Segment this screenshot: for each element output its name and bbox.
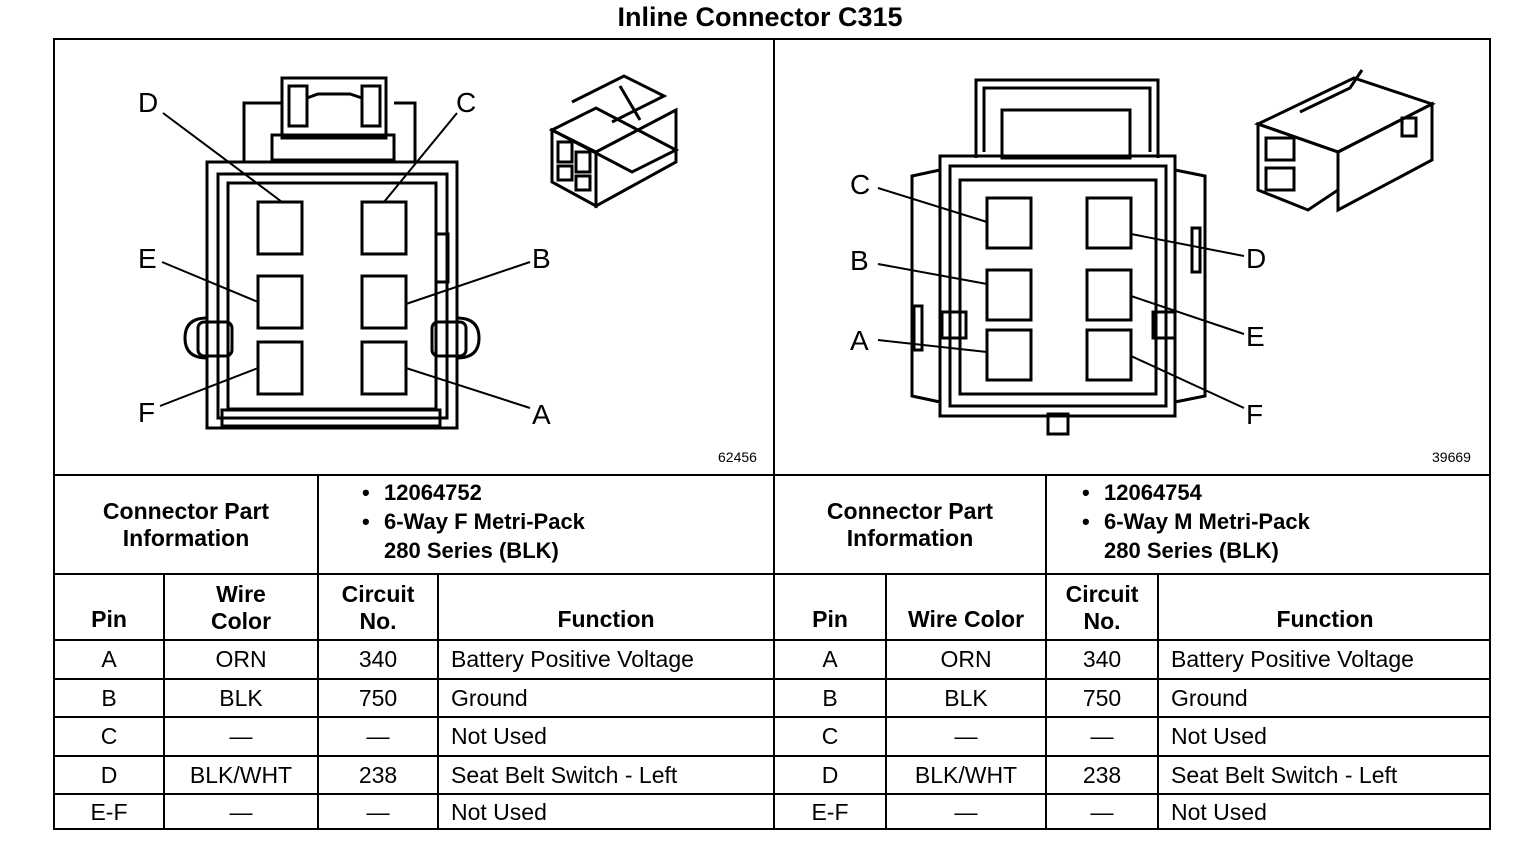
part-info-label: Connector Part Information	[826, 497, 994, 551]
table-cell-pin: D	[100, 761, 118, 788]
part-bullet: •12064754	[1082, 480, 1202, 505]
column-rule	[885, 573, 887, 830]
table-top-rule	[53, 474, 1491, 476]
pin-label-B: B	[850, 245, 869, 276]
table-cell-pin: C	[100, 723, 118, 749]
column-rule	[773, 474, 775, 830]
table-cell-circuit: 238	[1082, 761, 1122, 788]
part-info-label: Connector Part Information	[102, 497, 270, 551]
pin-label-B: B	[532, 243, 551, 274]
figure-id-right: 39669	[1432, 449, 1471, 465]
column-rule	[317, 474, 319, 830]
table-cell-wire: BLK	[944, 684, 988, 711]
table-cell-function: Not Used	[1171, 799, 1267, 825]
pin-label-A: A	[850, 325, 869, 356]
col-header-wire-color: Wire Color	[907, 606, 1025, 632]
table-cell-pin: B	[822, 684, 838, 711]
pin-label-E: E	[138, 243, 157, 274]
column-rule	[163, 573, 165, 830]
table-cell-wire: —	[954, 723, 978, 749]
table-cell-wire: —	[954, 799, 978, 825]
column-rule	[1045, 474, 1047, 830]
pin-label-A: A	[532, 399, 551, 430]
table-cell-function: Battery Positive Voltage	[1171, 646, 1414, 672]
col-header-function: Function	[1276, 606, 1374, 632]
row-rule	[53, 793, 1491, 795]
male-connector-drawing: C B A D E F	[850, 69, 1436, 436]
pin-label-D: D	[138, 87, 158, 118]
table-cell-wire: ORN	[215, 646, 267, 672]
pin-label-E: E	[1246, 321, 1265, 352]
table-cell-wire: ORN	[940, 646, 992, 672]
female-connector-drawing: D C E B F A	[138, 74, 680, 430]
col-header-pin: Pin	[812, 606, 848, 632]
pin-label-F: F	[138, 397, 155, 428]
table-cell-pin: D	[821, 761, 839, 788]
table-cell-circuit: —	[366, 799, 390, 825]
pin-label-D: D	[1246, 243, 1266, 274]
part-bullet: •6-Way M Metri-Pack 280 Series (BLK)	[1082, 509, 1310, 563]
table-cell-function: Not Used	[451, 723, 547, 749]
table-cell-circuit: —	[1090, 723, 1114, 749]
table-cell-circuit: 340	[358, 646, 398, 672]
table-cell-circuit: 750	[1082, 684, 1122, 711]
col-header-wire-color: Wire Color	[210, 580, 272, 634]
column-rule	[437, 573, 439, 830]
table-cell-circuit: 340	[1082, 646, 1122, 672]
part-info-list: •12064752 •6-Way F Metri-Pack 280 Series…	[362, 478, 762, 565]
row-rule	[53, 678, 1491, 680]
part-info-rule	[53, 573, 1491, 575]
part-info-list: •12064754 •6-Way M Metri-Pack 280 Series…	[1082, 478, 1482, 565]
col-header-circuit: Circuit No.	[1065, 580, 1139, 634]
diagram-frame	[53, 38, 1491, 830]
table-cell-wire: BLK	[219, 684, 263, 711]
part-bullet: •6-Way F Metri-Pack 280 Series (BLK)	[362, 509, 585, 563]
table-cell-pin: A	[101, 646, 117, 672]
row-rule	[53, 755, 1491, 757]
pin-label-C: C	[456, 87, 476, 118]
table-cell-circuit: —	[366, 723, 390, 749]
figure-id-left: 62456	[718, 449, 757, 465]
part-bullet: •12064752	[362, 480, 482, 505]
table-cell-pin: B	[101, 684, 117, 711]
table-cell-function: Ground	[1171, 684, 1248, 711]
table-cell-wire: —	[229, 799, 253, 825]
table-cell-pin: E-F	[90, 799, 128, 825]
table-cell-wire: BLK/WHT	[189, 761, 293, 788]
table-cell-function: Battery Positive Voltage	[451, 646, 694, 672]
table-cell-circuit: 238	[358, 761, 398, 788]
table-cell-wire: BLK/WHT	[914, 761, 1018, 788]
col-header-pin: Pin	[91, 606, 127, 632]
pin-label-F: F	[1246, 399, 1263, 430]
table-cell-pin: C	[821, 723, 839, 749]
col-header-circuit: Circuit No.	[341, 580, 415, 634]
row-rule	[53, 716, 1491, 718]
column-rule	[1157, 573, 1159, 830]
table-cell-wire: —	[229, 723, 253, 749]
table-cell-function: Seat Belt Switch - Left	[1171, 761, 1398, 788]
table-cell-function: Ground	[451, 684, 528, 711]
table-cell-pin: A	[822, 646, 838, 672]
table-cell-circuit: 750	[358, 684, 398, 711]
table-cell-function: Not Used	[451, 799, 547, 825]
page-title: Inline Connector C315	[617, 2, 903, 32]
table-cell-function: Seat Belt Switch - Left	[451, 761, 678, 788]
table-cell-pin: E-F	[811, 799, 849, 825]
table-cell-function: Not Used	[1171, 723, 1267, 749]
figure-divider	[773, 38, 775, 476]
header-rule	[53, 639, 1491, 641]
col-header-function: Function	[557, 606, 655, 632]
pin-label-C: C	[850, 169, 870, 200]
table-cell-circuit: —	[1090, 799, 1114, 825]
